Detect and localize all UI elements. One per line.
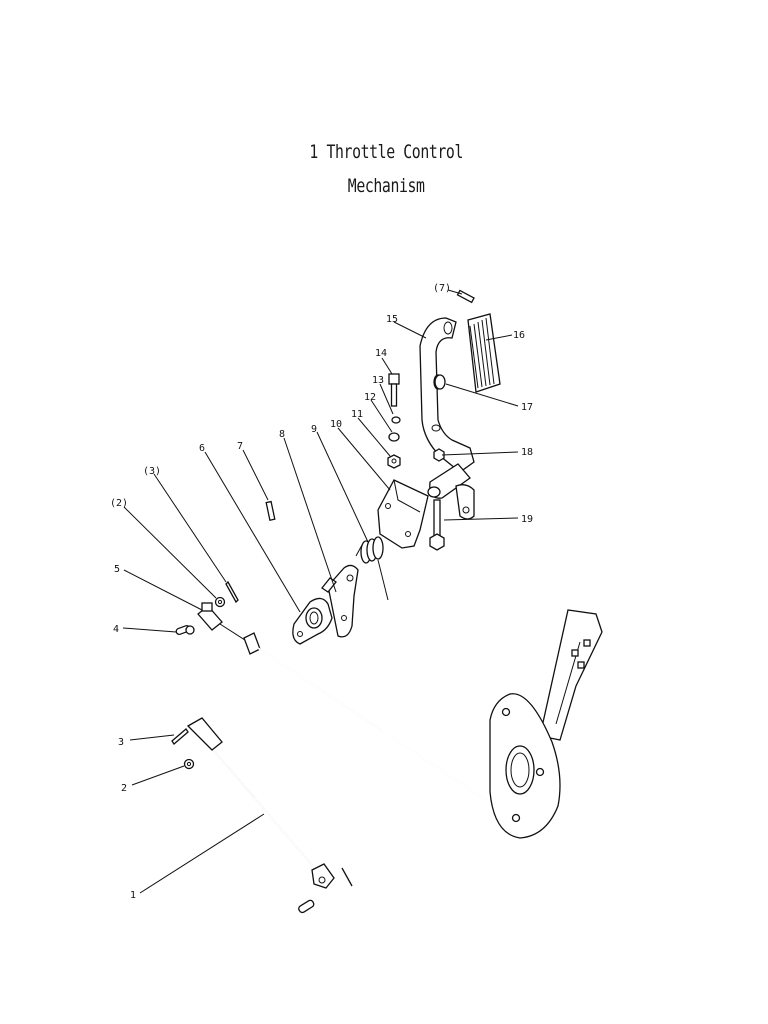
callout-15: 15: [386, 314, 398, 325]
part-14-bolt: [388, 373, 400, 407]
callout-9: 9: [311, 424, 317, 435]
callout-7: 7: [237, 441, 243, 452]
part-3-paren-cotter-pin: [225, 580, 239, 604]
leader-lines: [122, 289, 519, 894]
part-3-cotter-pin: [171, 728, 189, 745]
callout-14: 14: [375, 348, 387, 359]
part-6-cable-bracket: [292, 597, 333, 645]
callout-2: 2: [121, 783, 127, 794]
part-2-washer: [183, 758, 195, 770]
part-16-pedal-pad: [467, 313, 501, 393]
callout-18: 18: [521, 447, 533, 458]
callout-8: 8: [279, 429, 285, 440]
callout-5: 5: [114, 564, 120, 575]
callout-labels: 1 2 3 4 5 (2) (3) 6 7 8 9 10 11 12 13 14…: [110, 283, 533, 901]
part-4-clevis-pin: [175, 624, 195, 636]
callout-10: 10: [330, 419, 342, 430]
callout-7-paren: (7): [433, 283, 451, 294]
part-12-washer: [388, 432, 400, 442]
part-19-pivot-bolt: [429, 499, 445, 551]
part-11-nut: [387, 454, 401, 469]
callout-19: 19: [521, 514, 533, 525]
callout-16: 16: [513, 330, 525, 341]
callout-12: 12: [364, 392, 376, 403]
diagram-title-line-1: 1 Throttle Control: [309, 141, 463, 163]
pedal-floor-plate: [489, 609, 603, 839]
callout-3: 3: [118, 737, 124, 748]
part-10-pedal-bracket: [377, 479, 429, 549]
callout-11: 11: [351, 409, 363, 420]
part-5-throttle-cable: [197, 602, 505, 813]
part-2-paren-washer: [214, 596, 226, 608]
diagram-title-line-2: Mechanism: [347, 175, 425, 197]
callout-2-paren: (2): [110, 498, 128, 509]
callout-1: 1: [130, 890, 136, 901]
part-15-pedal-arm: [419, 317, 475, 520]
callout-4: 4: [113, 624, 119, 635]
callout-6: 6: [199, 443, 205, 454]
part-18-nut: [433, 448, 445, 462]
part-9-torsion-spring: [355, 536, 389, 601]
callout-13: 13: [372, 375, 384, 386]
part-17-bushing: [434, 374, 446, 390]
callout-17: 17: [521, 402, 533, 413]
part-7-spring-pin: [265, 500, 276, 521]
callout-3-paren: (3): [143, 466, 161, 477]
part-1-throttle-rod: [186, 717, 353, 914]
part-7-paren-spring-pin: [456, 289, 475, 304]
part-13-nut: [391, 416, 401, 424]
